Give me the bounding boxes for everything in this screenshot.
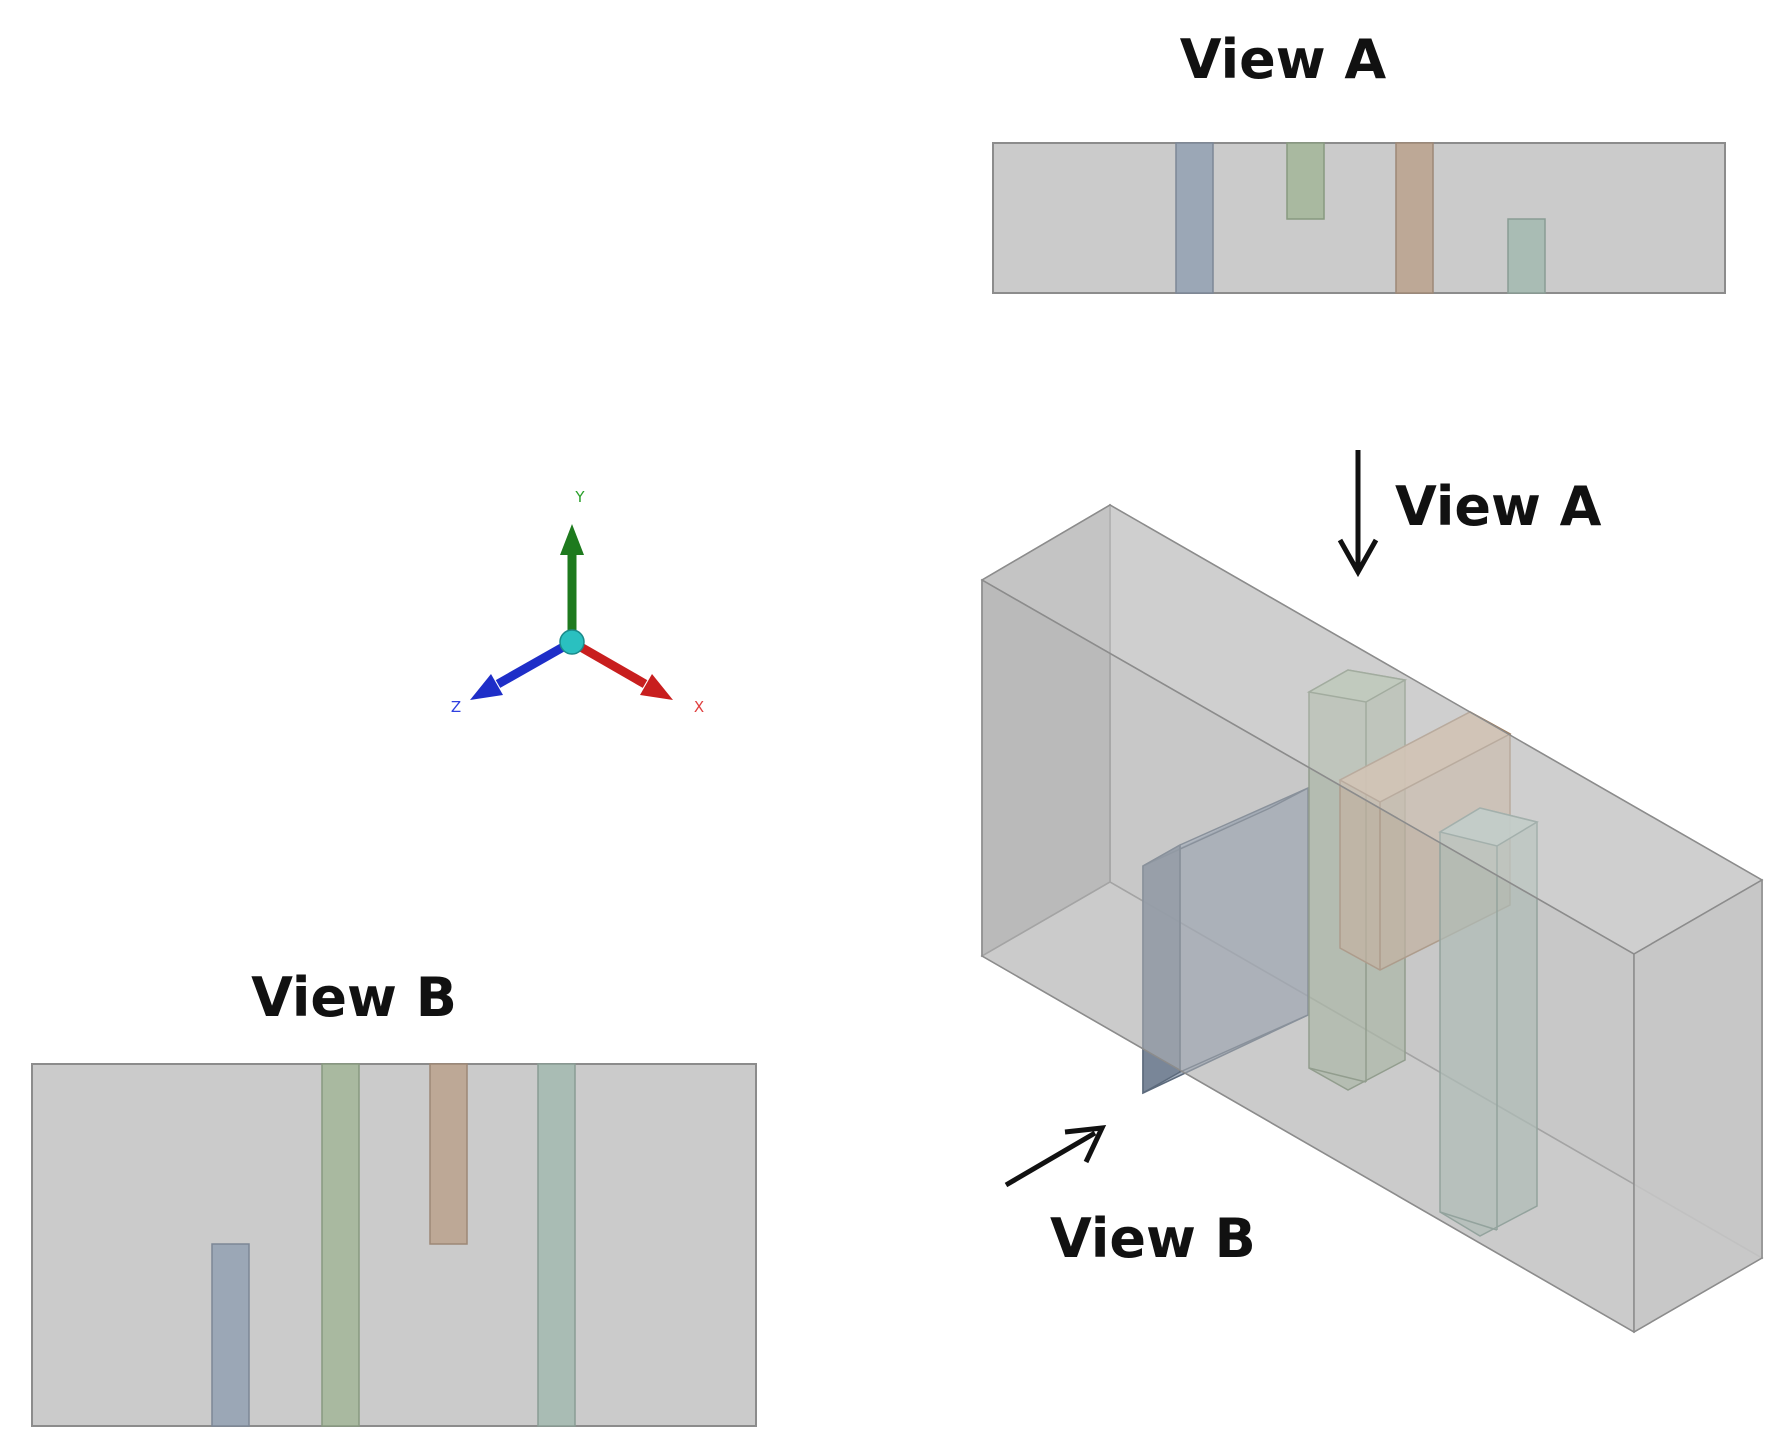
y-axis-arrowhead	[560, 524, 584, 555]
view-b-panel	[31, 1063, 757, 1427]
view-a-title: View A	[1180, 28, 1387, 91]
view-b-blue-bar	[211, 1243, 250, 1427]
view-a-tan-bar	[1395, 142, 1434, 294]
view-b-teal-bar	[537, 1063, 576, 1427]
view-b-green-bar	[321, 1063, 360, 1427]
view-b-tan-bar	[429, 1063, 468, 1245]
axis-triad: Y X Z	[451, 488, 704, 716]
view-a-green-bar	[1286, 142, 1325, 220]
view-b-arrow	[1004, 1130, 1097, 1188]
view-b-background	[31, 1063, 757, 1427]
z-axis-line	[495, 638, 575, 688]
view-b-arrow-label: View B	[1050, 1207, 1256, 1270]
origin-sphere	[559, 629, 585, 655]
view-a-teal-bar	[1507, 218, 1546, 294]
y-axis-label: Y	[574, 488, 585, 506]
x-axis-line	[569, 638, 648, 688]
z-axis-arrowhead	[470, 674, 503, 700]
view-a-arrowhead	[1337, 538, 1379, 578]
view-a-arrow-label: View A	[1395, 475, 1602, 538]
view-a-blue-bar	[1175, 142, 1214, 294]
box-right-face	[1633, 878, 1763, 1334]
x-axis-label: X	[694, 698, 704, 716]
z-axis-label: Z	[451, 698, 461, 716]
view-b-title: View B	[251, 966, 457, 1029]
x-axis-arrowhead	[640, 674, 673, 700]
isometric-box	[980, 503, 1764, 1334]
view-b-arrowhead	[1064, 1125, 1107, 1164]
view-a-panel	[992, 142, 1726, 294]
view-a-background	[992, 142, 1726, 294]
box-blue-slab	[1142, 786, 1309, 1095]
